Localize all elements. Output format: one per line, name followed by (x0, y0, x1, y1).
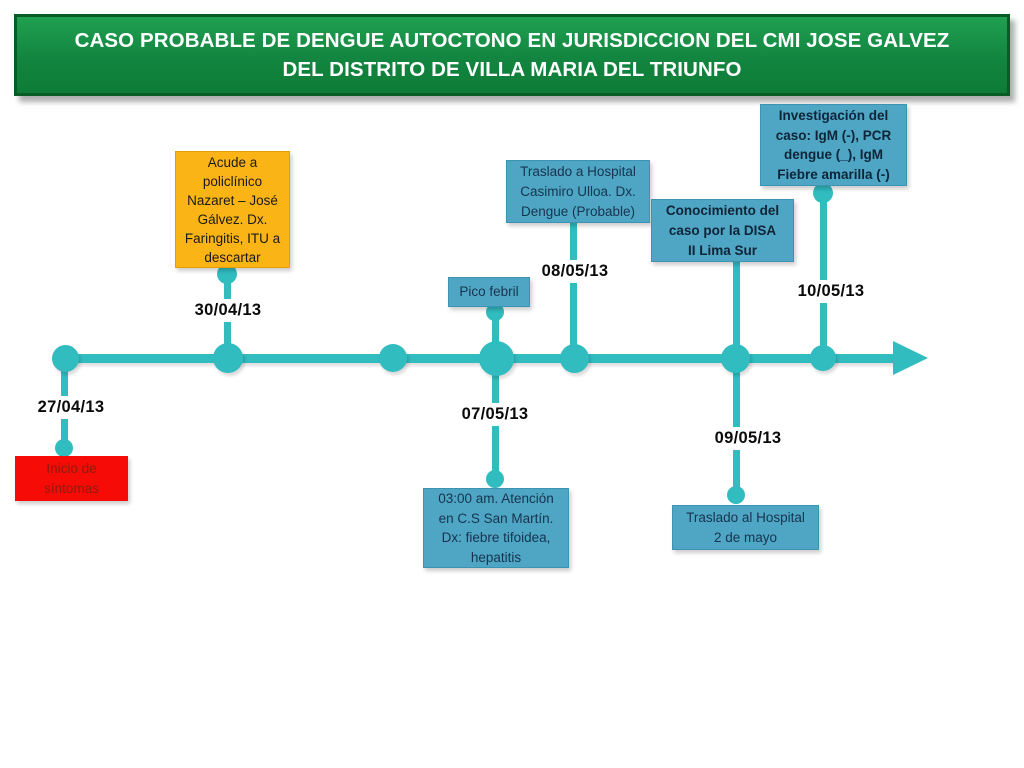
title-line-2: DEL DISTRITO DE VILLA MARIA DEL TRIUNFO (282, 58, 742, 81)
timeline-node-09-05 (721, 344, 750, 373)
timeline-node-30-04 (213, 343, 243, 373)
title-line-1: CASO PROBABLE DE DENGUE AUTOCTONO EN JUR… (74, 29, 950, 52)
event-box-conocimiento-disa: Conocimiento del caso por la DISA II Lim… (651, 199, 794, 262)
stem-09-05 (733, 261, 740, 495)
event-box-atencion-san-martin: 03:00 am. Atención en C.S San Martín. Dx… (423, 488, 569, 568)
date-label-30-04-13: 30/04/13 (182, 299, 274, 322)
date-label-09-05-13: 09/05/13 (702, 427, 794, 450)
event-box-investigacion-caso: Investigación del caso: IgM (-), PCR den… (760, 104, 907, 186)
stem-dot-07-05 (486, 470, 504, 488)
event-box-inicio-sintomas: Inicio de síntomas (15, 456, 128, 501)
timeline-node-mid (379, 344, 407, 372)
timeline-node-27-04 (52, 345, 79, 372)
date-label-07-05-13: 07/05/13 (449, 403, 541, 426)
stem-dot-10-05 (813, 183, 833, 203)
event-box-traslado-casimiro-ulloa: Traslado a Hospital Casimiro Ulloa. Dx. … (506, 160, 650, 223)
event-box-acude-policlinico: Acude a policlínico Nazaret – José Gálve… (175, 151, 290, 268)
timeline-node-10-05 (810, 345, 836, 371)
date-label-08-05-13: 08/05/13 (529, 260, 621, 283)
event-box-pico-febril: Pico febril (448, 277, 530, 307)
stem-pico-febril (492, 312, 499, 358)
stem-dot-pico-febril (486, 303, 504, 321)
stem-08-05 (570, 221, 577, 358)
timeline-node-07-05 (479, 341, 514, 376)
stem-dot-30-04 (217, 264, 237, 284)
title-banner: CASO PROBABLE DE DENGUE AUTOCTONO EN JUR… (14, 14, 1010, 96)
timeline-node-08-05 (560, 344, 589, 373)
event-box-traslado-hospital-2-mayo: Traslado al Hospital 2 de mayo (672, 505, 819, 550)
stem-10-05 (820, 192, 827, 358)
stem-dot-27-04 (55, 439, 73, 457)
stem-dot-09-05 (727, 486, 745, 504)
date-label-27-04-13: 27/04/13 (25, 396, 117, 419)
date-label-10-05-13: 10/05/13 (785, 280, 877, 303)
timeline-arrow-icon (893, 341, 928, 375)
